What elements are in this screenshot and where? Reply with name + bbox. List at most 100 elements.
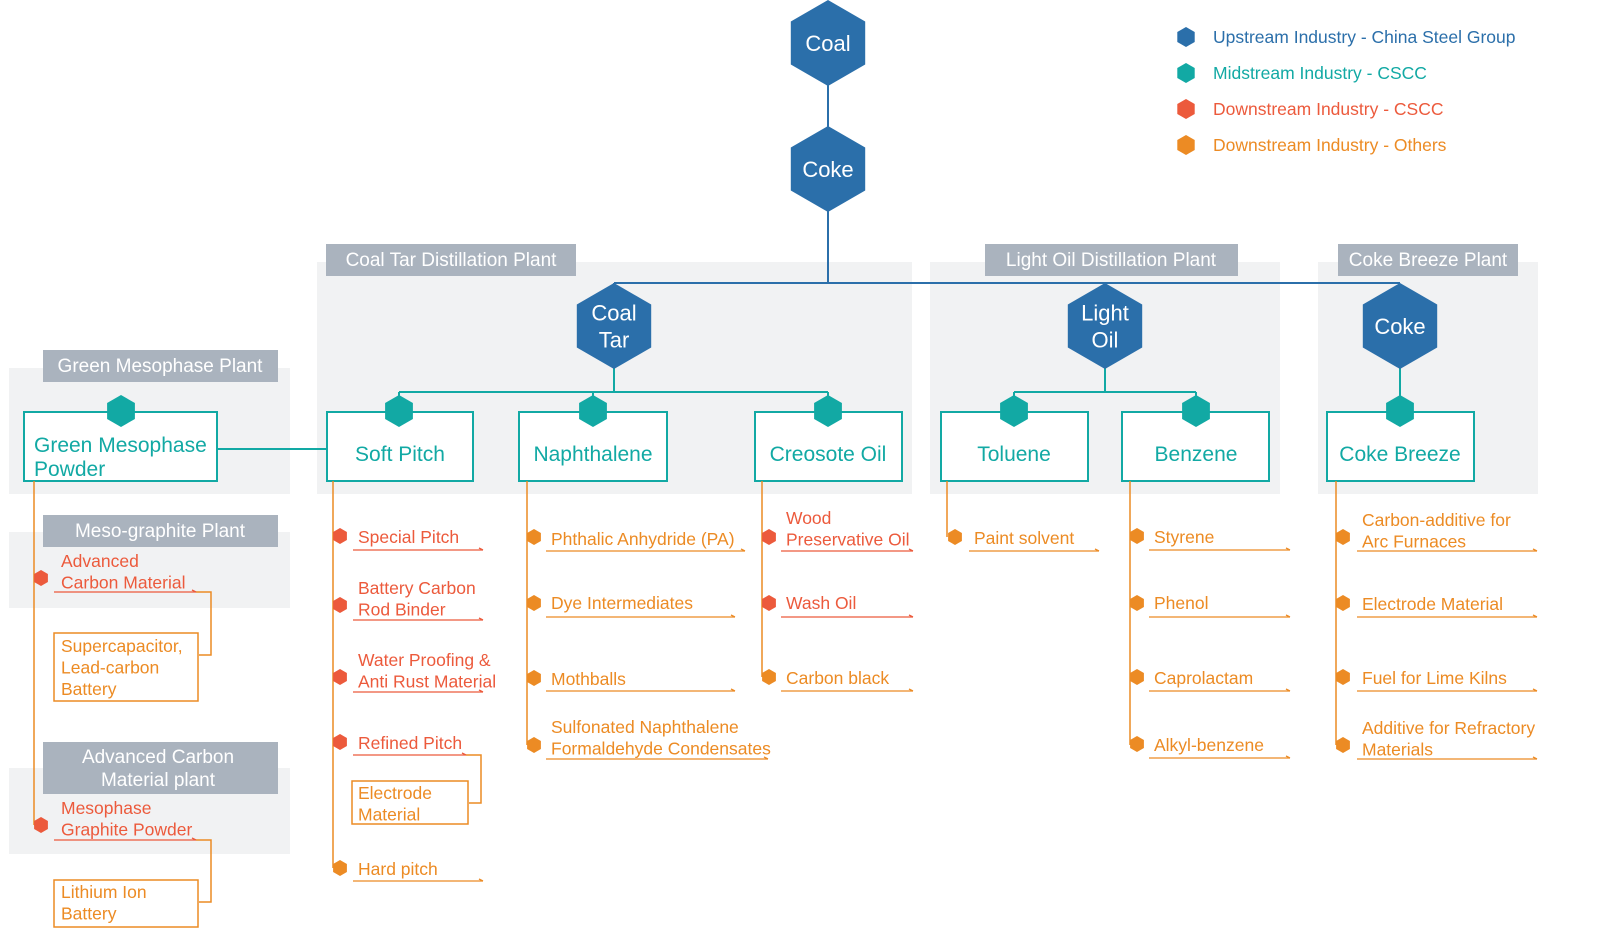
dye-intermediates-hex-icon <box>527 595 541 611</box>
light-oil-hexagon-label: Light <box>1081 301 1129 326</box>
hard-pitch-arrow <box>478 878 484 882</box>
dye-intermediates-label: Dye Intermediates <box>551 593 693 613</box>
water-proofing-label: Water Proofing & <box>358 650 491 670</box>
supercapacitor-label: Lead-carbon <box>61 658 159 678</box>
phthalic-anhydride-hex-icon <box>527 529 541 545</box>
coke-right-hexagon <box>1362 283 1438 369</box>
phenol-hex-icon <box>1130 595 1144 611</box>
mesophase-graphite-powder-label: Mesophase <box>61 798 151 818</box>
midstream-hex-markers <box>107 395 1414 427</box>
paint-solvent-hex-icon <box>948 529 962 545</box>
special-pitch-label: Special Pitch <box>358 527 459 547</box>
carbon-additive-label: Arc Furnaces <box>1362 532 1466 552</box>
product-hex-markers <box>34 528 1350 876</box>
lithium-ion-battery-label: Battery <box>61 904 117 924</box>
carbon-additive-hex-icon <box>1336 529 1350 545</box>
alkyl-benzene-hex-icon <box>1130 736 1144 752</box>
legend: Upstream Industry - China Steel GroupMid… <box>1177 27 1516 155</box>
fuel-lime-kilns-label: Fuel for Lime Kilns <box>1362 668 1507 688</box>
carbon-additive-arrow <box>1532 548 1538 552</box>
supercapacitor-box <box>53 632 199 702</box>
styrene-hex-icon <box>1130 528 1144 544</box>
wash-oil-label: Wash Oil <box>786 593 856 613</box>
wood-preservative-oil-arrow <box>908 548 914 552</box>
refined-pitch-hex-icon <box>333 734 347 750</box>
product-underlines <box>54 547 1538 882</box>
midstream-hex-icon <box>1386 395 1414 427</box>
legend-item-label: Downstream Industry - CSCC <box>1213 99 1443 119</box>
mothballs-label: Mothballs <box>551 669 626 689</box>
green-mesophase-powder-label-2: Powder <box>34 458 105 481</box>
water-proofing-hex-icon <box>333 669 347 685</box>
others-boxes <box>53 632 469 928</box>
fuel-lime-kilns-arrow <box>1532 688 1538 692</box>
water-proofing-arrow <box>478 689 484 693</box>
legend-hex-icon <box>1177 27 1195 47</box>
water-proofing-label: Anti Rust Material <box>358 672 496 692</box>
meso-graphite-plant-label: Meso-graphite Plant <box>75 521 246 542</box>
light-oil-hexagon-label: Oil <box>1092 328 1119 353</box>
midstream-labels: Green Mesophase Powder Soft Pitch Naphth… <box>34 434 1461 481</box>
battery-carbon-rod-binder-hex-icon <box>333 597 347 613</box>
sulfonated-label: Sulfonated Naphthalene <box>551 717 739 737</box>
electrode-material-label: Electrode Material <box>1362 594 1503 614</box>
coal-tar-hexagon-label: Coal <box>591 301 636 326</box>
legend-item-label: Downstream Industry - Others <box>1213 135 1447 155</box>
coal-hexagon-label: Coal <box>805 31 850 56</box>
mothballs-arrow <box>730 688 736 692</box>
styrene-arrow <box>1285 547 1291 551</box>
special-pitch-hex-icon <box>333 528 347 544</box>
additive-refractory-hex-icon <box>1336 737 1350 753</box>
refined-pitch-arrow <box>461 752 467 756</box>
coke-hexagon-label: Coke <box>802 157 853 182</box>
advanced-carbon-material-arrow <box>191 589 197 593</box>
advanced-carbon-material-hex-icon <box>34 570 48 586</box>
legend-hex-icon <box>1177 135 1195 155</box>
supercapacitor-label: Battery <box>61 679 117 699</box>
electrode-material-box-label: Electrode <box>358 783 432 803</box>
creosote-oil-label: Creosote Oil <box>770 443 887 466</box>
carbon-black-label: Carbon black <box>786 668 889 688</box>
electrode-material-box-label: Material <box>358 805 420 825</box>
sulfonated-hex-icon <box>527 737 541 753</box>
midstream-boxes <box>23 411 1475 482</box>
carbon-black-arrow <box>908 688 914 692</box>
advanced-carbon-material-label: Carbon Material <box>61 573 186 593</box>
hard-pitch-label: Hard pitch <box>358 859 438 879</box>
battery-carbon-rod-binder-label: Battery Carbon <box>358 578 476 598</box>
midstream-hex-icon <box>385 395 413 427</box>
hard-pitch-hex-icon <box>333 860 347 876</box>
benzene-label: Benzene <box>1155 443 1238 466</box>
coke-right-hexagon-label: Coke <box>1374 314 1425 339</box>
legend-item-label: Midstream Industry - CSCC <box>1213 63 1427 83</box>
caprolactam-label: Caprolactam <box>1154 668 1253 688</box>
wood-preservative-oil-label: Wood <box>786 508 831 528</box>
coal-tar-hexagon-label: Tar <box>599 328 630 353</box>
coke-hexagon <box>790 126 866 212</box>
phenol-arrow <box>1285 614 1291 618</box>
wood-preservative-oil-label: Preservative Oil <box>786 530 910 550</box>
mesophase-graphite-powder-label: Graphite Powder <box>61 820 192 840</box>
lithium-ion-battery-label: Lithium Ion <box>61 882 147 902</box>
legend-hex-icon <box>1177 63 1195 83</box>
battery-carbon-rod-binder-arrow <box>478 617 484 621</box>
coke-breeze-label: Coke Breeze <box>1339 443 1460 466</box>
plant-labels: Coal Tar Distillation Plant Light Oil Di… <box>43 244 1518 794</box>
midstream-hex-icon <box>579 395 607 427</box>
legend-hex-icon <box>1177 99 1195 119</box>
green-mesophase-plant-label: Green Mesophase Plant <box>58 356 264 377</box>
dye-intermediates-arrow <box>730 614 736 618</box>
alkyl-benzene-arrow <box>1285 755 1291 759</box>
coke-breeze-plant-label-bg <box>1338 244 1518 276</box>
paint-solvent-label: Paint solvent <box>974 528 1074 548</box>
phthalic-anhydride-arrow <box>740 548 746 552</box>
naphthalene-label: Naphthalene <box>533 443 652 466</box>
styrene-label: Styrene <box>1154 527 1214 547</box>
green-mesophase-plant-label-bg <box>43 350 278 382</box>
coal-tar-plant-label: Coal Tar Distillation Plant <box>346 250 558 271</box>
additive-refractory-label: Materials <box>1362 740 1433 760</box>
